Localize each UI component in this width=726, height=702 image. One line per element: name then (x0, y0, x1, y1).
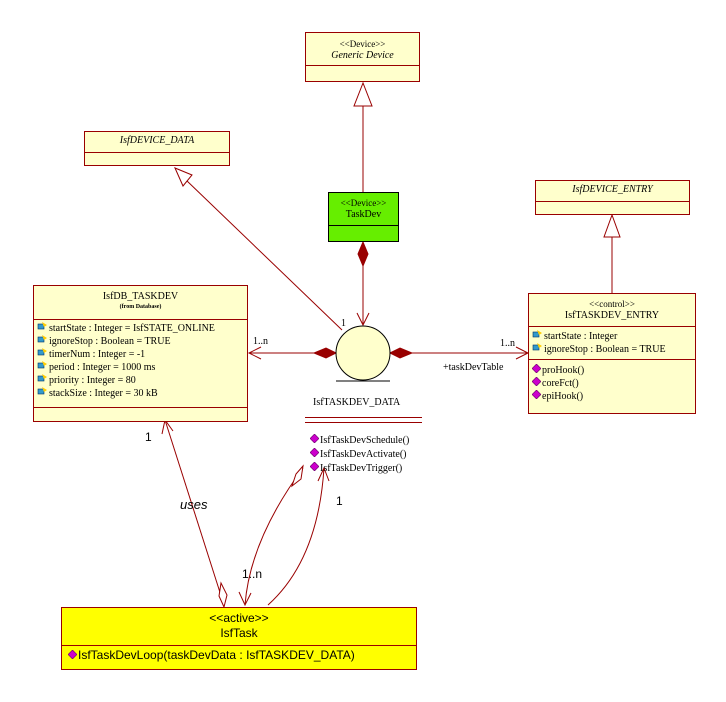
operation-icon (309, 461, 320, 475)
aggregation-diamond (291, 464, 304, 488)
composition-diamond (312, 347, 338, 359)
attribute[interactable]: startState : Integer (529, 330, 695, 343)
stereotype: <<control>> (589, 299, 635, 309)
operation[interactable]: IsfTaskDevTrigger() (309, 461, 409, 476)
class-origin: (from Database) (119, 304, 162, 310)
attribute-icon (37, 387, 48, 400)
attribute[interactable]: stackSize : Integer = 30 kB (34, 387, 247, 400)
role-label: +taskDevTable (443, 362, 504, 373)
attributes-section: startState : Integer = IsfSTATE_ONLINE i… (34, 320, 247, 408)
class-generic-device[interactable]: <<Device>> Generic Device (305, 32, 420, 82)
class-name: IsfDEVICE_ENTRY (536, 181, 689, 202)
stereotype: <<active>> (209, 611, 269, 625)
attribute[interactable]: priority : Integer = 80 (34, 374, 247, 387)
multiplicity-label: 1 (341, 318, 346, 329)
class-isftask[interactable]: <<active>> IsfTask IsfTaskDevLoop(taskDe… (61, 607, 417, 670)
attribute-icon (37, 374, 48, 387)
attribute-icon (532, 330, 543, 343)
operation-icon (531, 376, 542, 390)
operations-section: IsfTaskDevLoop(taskDevData : IsfTASKDEV_… (62, 646, 416, 663)
multiplicity-label: 1..n (253, 336, 268, 347)
class-isfdb-taskdev[interactable]: IsfDB_TASKDEV (from Database) startState… (33, 285, 248, 422)
generalization-arrowhead (353, 81, 373, 107)
operations-section: proHook() coreFct() epiHook() (529, 360, 695, 403)
class-name: IsfTASKDEV_ENTRY (564, 310, 660, 321)
generalization-data-line (185, 179, 343, 331)
operation-icon (531, 363, 542, 377)
multiplicity-label: 1..n (242, 567, 263, 581)
operation[interactable]: IsfTaskDevLoop(taskDevData : IsfTASKDEV_… (62, 648, 416, 663)
generalization-arrowhead (174, 167, 193, 187)
class-isf-device-data[interactable]: IsfDEVICE_DATA (84, 131, 230, 166)
class-name: TaskDev (345, 209, 382, 220)
attribute-icon (37, 335, 48, 348)
multiplicity-label: 1 (145, 430, 152, 444)
composition-diamond (388, 347, 414, 359)
operation[interactable]: coreFct() (529, 376, 695, 390)
aggregation-diamond (218, 581, 228, 609)
uses-line (164, 419, 225, 606)
attribute[interactable]: ignoreStop : Boolean = TRUE (529, 343, 695, 356)
attribute-icon (37, 348, 48, 361)
arrowhead-open (238, 591, 252, 607)
attribute[interactable]: timerNum : Integer = -1 (34, 348, 247, 361)
attributes-section: startState : Integer ignoreStop : Boolea… (529, 327, 695, 360)
attribute[interactable]: startState : Integer = IsfSTATE_ONLINE (34, 322, 247, 335)
multiplicity-label: 1..n (500, 338, 515, 349)
attribute[interactable]: period : Integer = 1000 ms (34, 361, 247, 374)
operation[interactable]: IsfTaskDevSchedule() (309, 433, 409, 448)
attribute-icon (37, 322, 48, 335)
arrowhead-open (247, 346, 262, 360)
operation[interactable]: IsfTaskDevActivate() (309, 447, 409, 462)
class-isftaskdev-entry[interactable]: <<control>> IsfTASKDEV_ENTRY startState … (528, 293, 696, 414)
operation[interactable]: epiHook() (529, 389, 695, 403)
operation-icon (309, 433, 320, 447)
operation-icon (67, 648, 78, 663)
operation[interactable]: proHook() (529, 363, 695, 377)
generalization-arrowhead (603, 213, 621, 238)
association-label-uses: uses (180, 497, 208, 512)
attribute-icon (532, 343, 543, 356)
class-name: IsfTask (220, 626, 258, 640)
entity-icon (335, 325, 391, 382)
composition-diamond (357, 240, 369, 268)
arrowhead-open (356, 312, 370, 327)
multiplicity-label: 1 (336, 494, 343, 508)
stereotype: <<Device>> (339, 39, 386, 49)
attribute-icon (37, 361, 48, 374)
isftaskdev-data-operations: IsfTaskDevSchedule() IsfTaskDevActivate(… (309, 433, 409, 476)
class-isf-device-entry[interactable]: IsfDEVICE_ENTRY (535, 180, 690, 215)
class-name: Generic Device (331, 50, 394, 61)
isftaskdev-data-separator (305, 417, 422, 423)
class-name: IsfDB_TASKDEV (102, 291, 179, 302)
class-taskdev[interactable]: <<Device>> TaskDev (328, 192, 399, 242)
attribute[interactable]: ignoreStop : Boolean = TRUE (34, 335, 247, 348)
stereotype: <<Device>> (340, 198, 387, 208)
arrowhead-open (317, 466, 330, 482)
class-name-isftaskdev-data[interactable]: IsfTASKDEV_DATA (313, 397, 401, 408)
class-name: IsfDEVICE_DATA (85, 132, 229, 153)
aggregation-line (244, 467, 304, 606)
trigger-line (267, 467, 325, 606)
operation-icon (309, 447, 320, 461)
operation-icon (531, 389, 542, 403)
